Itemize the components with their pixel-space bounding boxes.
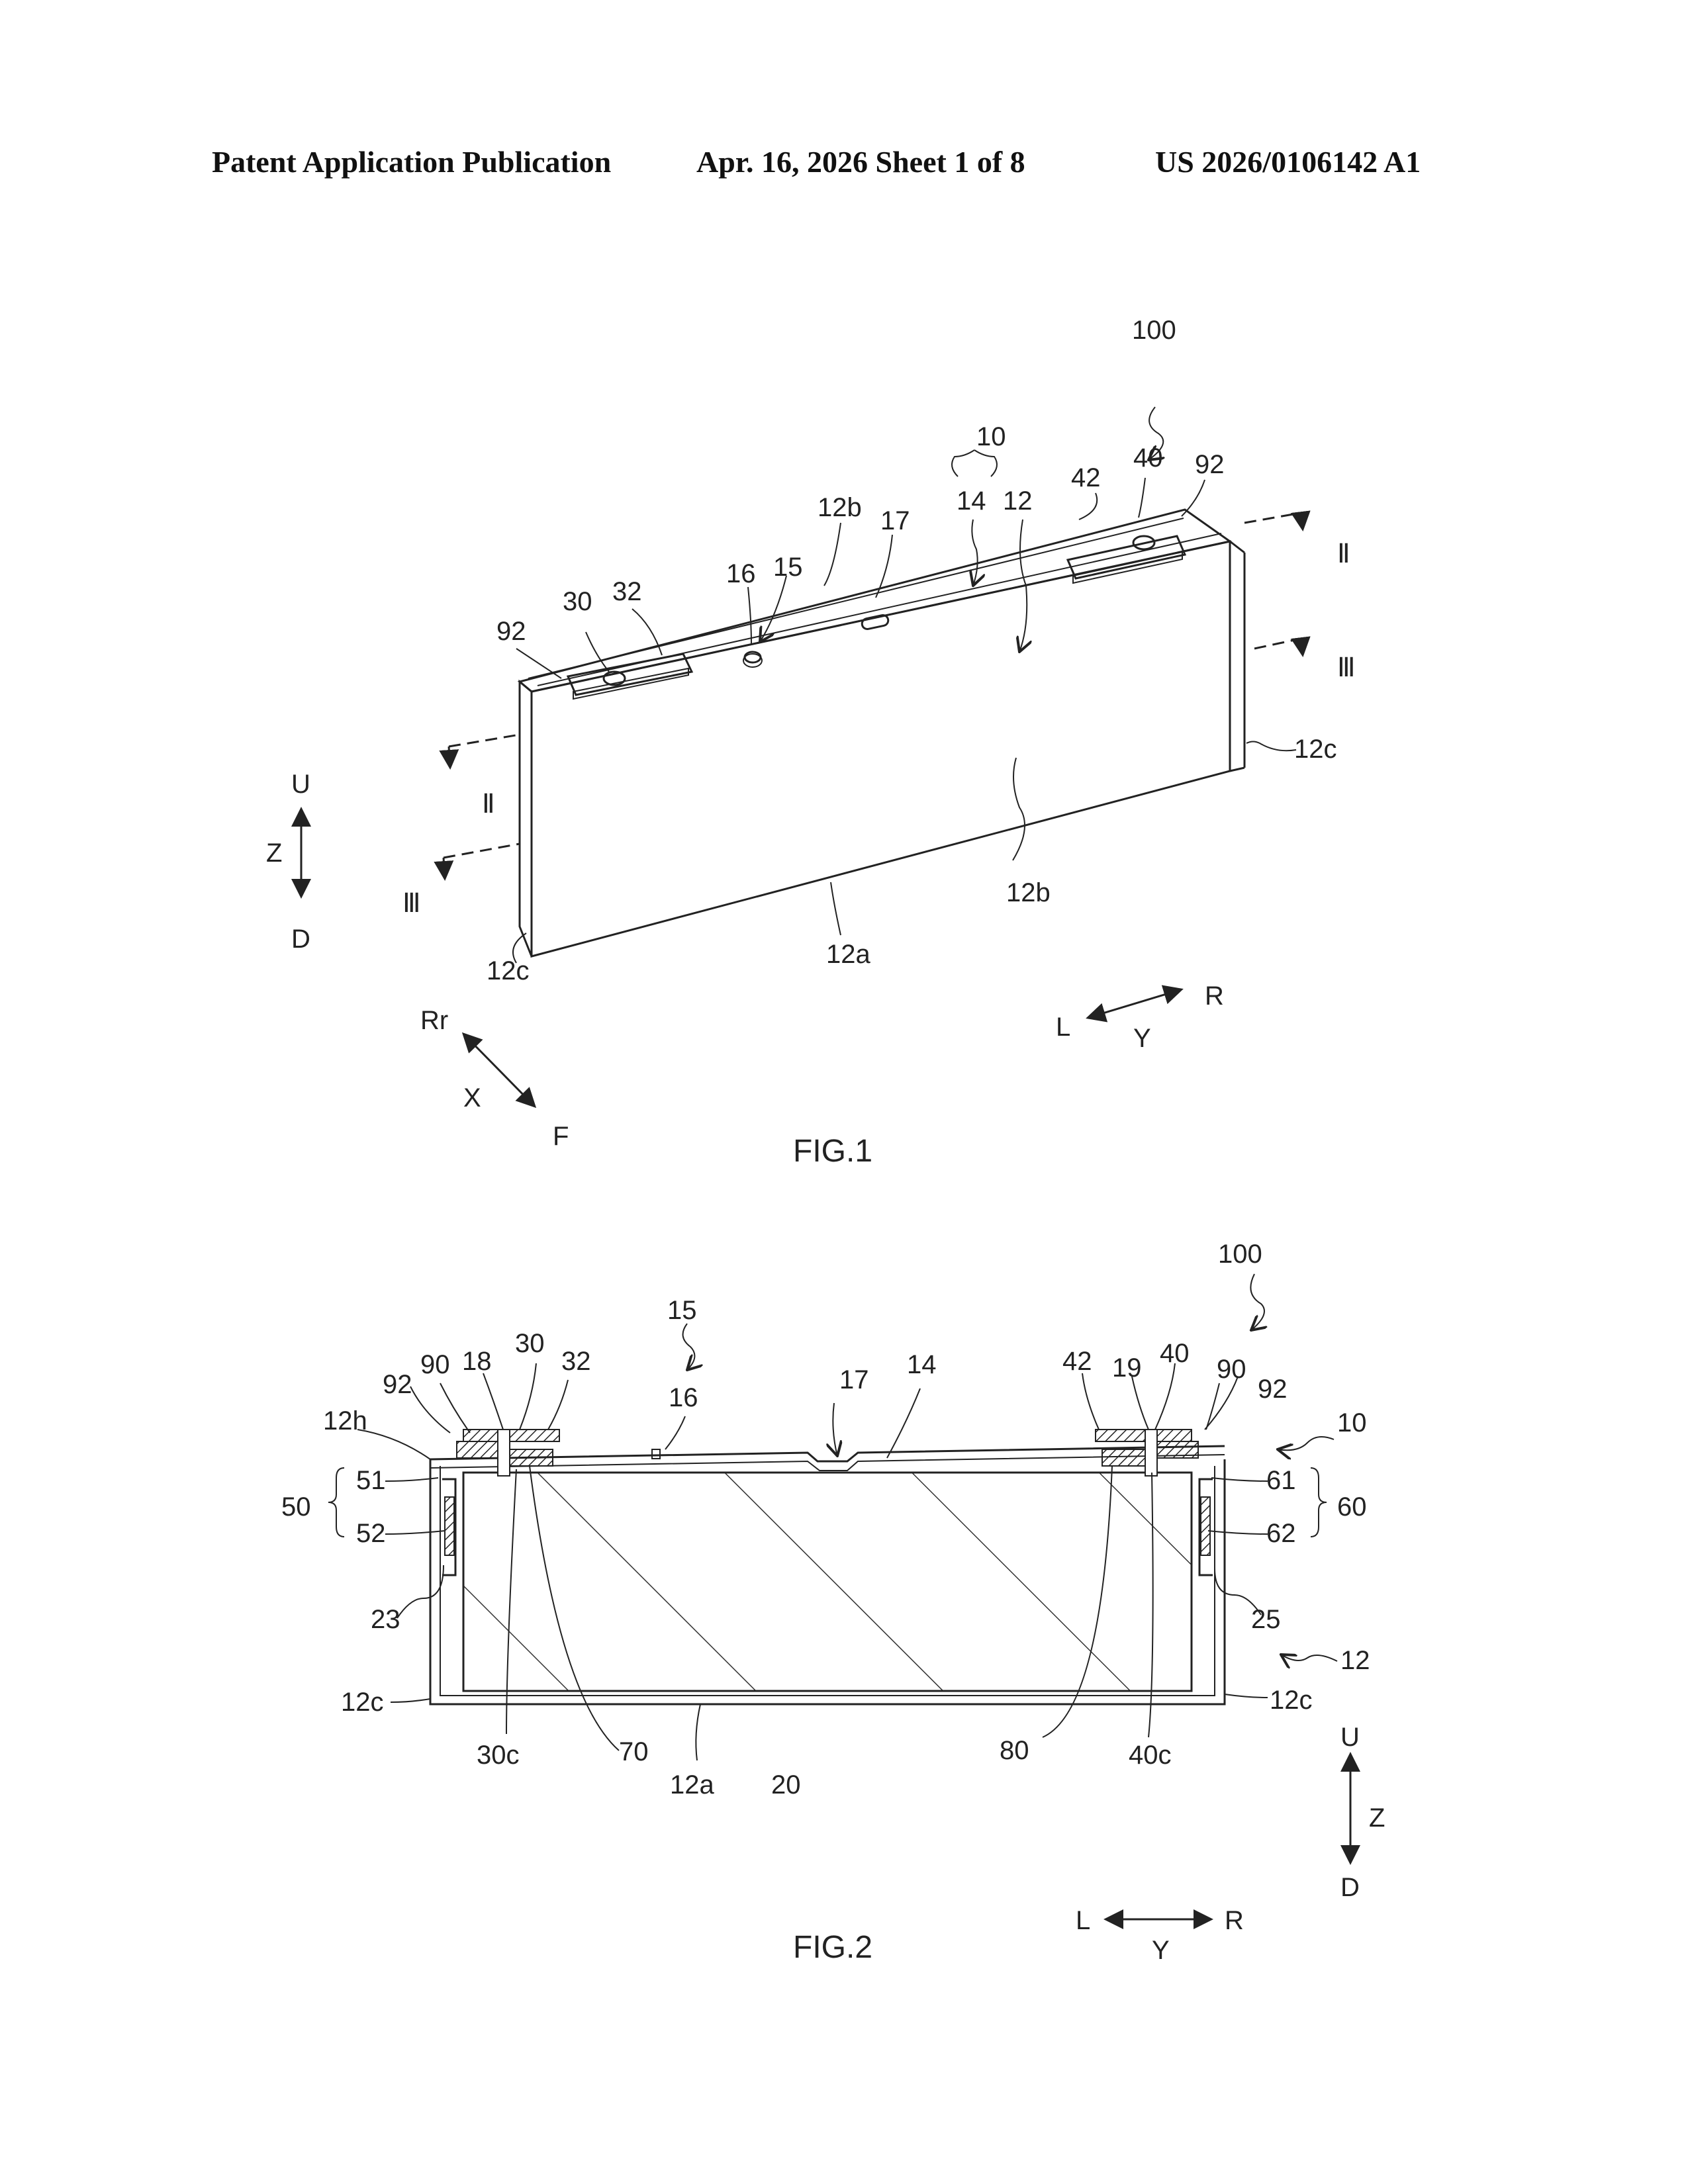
ref-100-fig2: 100	[1218, 1240, 1262, 1269]
ref-30: 30	[563, 587, 592, 616]
ref-20: 20	[771, 1770, 801, 1799]
figure-caption-fig1: FIG.1	[793, 1134, 872, 1169]
ref-15: 15	[773, 553, 803, 582]
ref-14: 14	[957, 486, 986, 516]
section-mark-3-right: Ⅲ	[1337, 653, 1356, 682]
safety-valve-17	[861, 614, 889, 630]
fig1-battery-perspective: 100 10 14 12 40 42 92 12b 17 16 15 30 32…	[266, 316, 1356, 1169]
ref-12a: 12a	[826, 940, 870, 969]
axis-label-f: F	[553, 1122, 569, 1151]
ref-12h: 12h	[323, 1406, 367, 1435]
ref-15-fig2: 15	[667, 1296, 697, 1325]
ref-70: 70	[619, 1737, 649, 1766]
ref-12c-right-fig2: 12c	[1270, 1686, 1313, 1715]
ref-23: 23	[371, 1605, 400, 1634]
ref-32-fig2: 32	[561, 1347, 591, 1376]
ref-12: 12	[1003, 486, 1033, 516]
ref-42-fig2: 42	[1062, 1347, 1092, 1376]
ref-40c: 40c	[1129, 1741, 1172, 1770]
axis-label-x: X	[463, 1083, 481, 1113]
ref-40: 40	[1133, 443, 1163, 473]
ref-92-left-fig2: 92	[383, 1370, 412, 1399]
ref-17: 17	[880, 506, 910, 535]
terminal-30-shaft	[498, 1430, 510, 1476]
ref-12c-right: 12c	[1294, 735, 1337, 764]
axis-label-l-fig2: L	[1076, 1906, 1090, 1935]
ref-62: 62	[1266, 1519, 1296, 1548]
ref-100: 100	[1132, 316, 1176, 345]
ref-10: 10	[976, 422, 1006, 451]
ref-61: 61	[1266, 1466, 1296, 1495]
left-end-face-12c	[520, 682, 532, 956]
section-mark-3-left: Ⅲ	[402, 889, 421, 918]
ref-19: 19	[1112, 1353, 1142, 1383]
ref-92-right: 92	[1195, 450, 1225, 479]
ref-18: 18	[462, 1347, 492, 1376]
axis-label-d-fig2: D	[1340, 1873, 1360, 1902]
ref-50: 50	[281, 1492, 311, 1522]
ref-60: 60	[1337, 1492, 1367, 1522]
ref-92-right-fig2: 92	[1258, 1375, 1288, 1404]
terminal-plate-42-right	[1096, 1430, 1192, 1441]
ref-80: 80	[1000, 1736, 1029, 1765]
ref-52: 52	[356, 1519, 386, 1548]
ref-12c-left: 12c	[487, 956, 530, 985]
ref-32: 32	[612, 577, 642, 606]
axis-label-z: Z	[266, 839, 282, 868]
ref-30c: 30c	[477, 1741, 520, 1770]
ref-12b-top: 12b	[818, 493, 862, 522]
ref-51: 51	[356, 1466, 386, 1495]
ref-12-fig2: 12	[1340, 1646, 1370, 1675]
insulator-80	[1102, 1449, 1145, 1466]
ref-25: 25	[1251, 1605, 1281, 1634]
ref-12a-fig2: 12a	[670, 1770, 714, 1799]
section-mark-2-left: Ⅱ	[482, 790, 495, 819]
axis-label-rr: Rr	[420, 1006, 448, 1035]
ref-17-fig2: 17	[839, 1365, 869, 1394]
axis-label-y-fig2: Y	[1152, 1936, 1170, 1965]
fig2-battery-cross-section: 100 15 16 17 14 30 18 32 90 92 12h 42 19…	[281, 1240, 1385, 1965]
ref-16-fig2: 16	[669, 1383, 698, 1412]
terminal-plate-32-left	[463, 1430, 559, 1441]
terminal-40-shaft	[1145, 1430, 1157, 1476]
axis-label-r-fig2: R	[1225, 1906, 1244, 1935]
ref-30-fig2: 30	[515, 1329, 545, 1358]
ref-40-fig2: 40	[1160, 1339, 1190, 1368]
insulator-70	[510, 1449, 553, 1466]
ref-16: 16	[726, 559, 756, 588]
ref-42: 42	[1071, 463, 1101, 492]
electrode-body-20	[463, 1473, 1192, 1691]
axis-label-z-fig2: Z	[1369, 1803, 1385, 1833]
axis-label-l: L	[1056, 1013, 1070, 1042]
axis-label-r: R	[1205, 981, 1224, 1011]
ref-10-fig2: 10	[1337, 1408, 1367, 1437]
ref-14-fig2: 14	[907, 1350, 937, 1379]
axis-label-d: D	[291, 925, 310, 954]
axis-label-u: U	[291, 770, 310, 799]
ref-90-left: 90	[420, 1350, 450, 1379]
figure-caption-fig2: FIG.2	[793, 1930, 872, 1965]
ref-12b-front: 12b	[1006, 878, 1051, 907]
axis-label-y: Y	[1133, 1024, 1151, 1053]
axis-y-arrow	[1088, 989, 1182, 1018]
ref-92-left: 92	[496, 617, 526, 646]
axis-label-u-fig2: U	[1340, 1723, 1360, 1752]
ref-12c-left-fig2: 12c	[341, 1688, 384, 1717]
injection-hole-16	[652, 1449, 660, 1459]
ref-90-right: 90	[1217, 1355, 1246, 1384]
section-mark-2-right: Ⅱ	[1337, 539, 1350, 569]
